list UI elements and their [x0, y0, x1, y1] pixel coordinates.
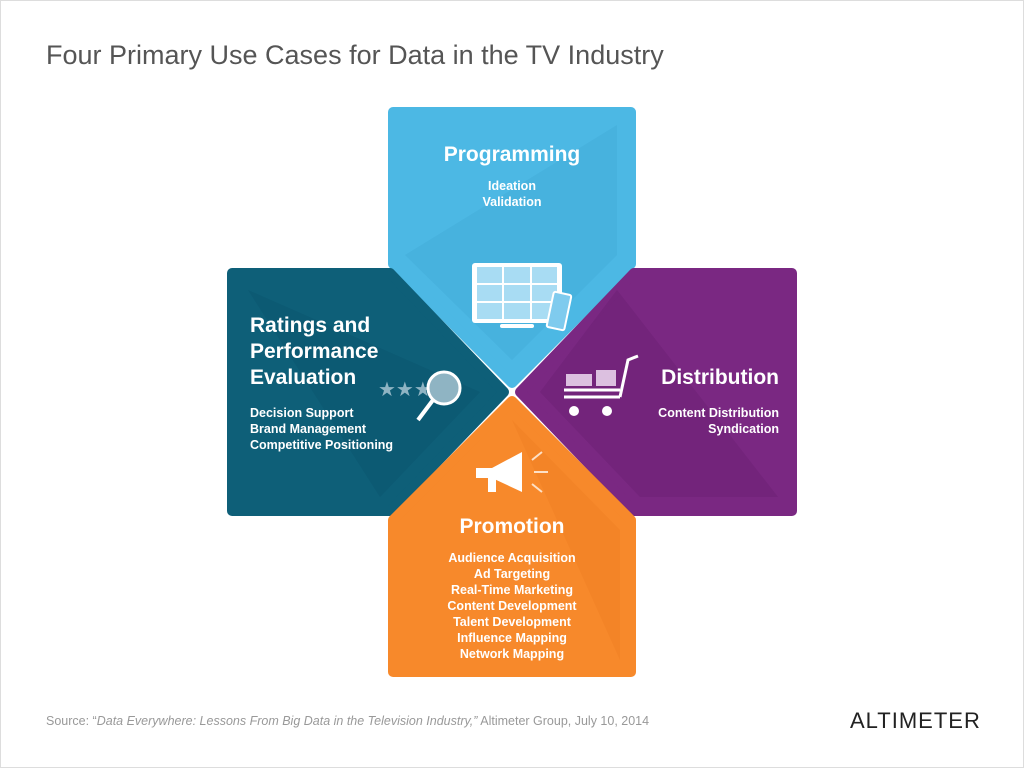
list-item: Ad Targeting — [473, 567, 551, 581]
promotion-section: Promotion Audience Acquisition Ad Target… — [388, 514, 636, 662]
source-title: Data Everywhere: Lessons From Big Data i… — [96, 714, 478, 728]
distribution-section: Distribution Content Distribution Syndic… — [658, 365, 779, 437]
megaphone-icon — [476, 451, 548, 493]
ratings-heading: Performance — [250, 340, 379, 363]
page-title: Four Primary Use Cases for Data in the T… — [46, 40, 664, 70]
source-suffix: Altimeter Group, July 10, 2014 — [477, 714, 650, 728]
list-item: Influence Mapping — [457, 631, 567, 645]
ratings-section: Ratings and Performance Evaluation Decis… — [250, 313, 393, 453]
list-item: Network Mapping — [459, 647, 565, 661]
list-item: Content Development — [447, 599, 577, 613]
ratings-heading: Ratings and — [250, 314, 371, 337]
distribution-heading: Distribution — [661, 366, 779, 389]
list-item: Validation — [482, 195, 542, 209]
list-item: Syndication — [708, 422, 779, 436]
programming-section: Programming Ideation Validation — [388, 142, 636, 210]
stars-magnifier-icon: ★★★ — [378, 370, 462, 422]
tv-remote-icon — [472, 263, 573, 332]
shopping-cart-icon — [564, 354, 639, 416]
list-item: Real-Time Marketing — [450, 583, 574, 597]
promotion-shape — [388, 396, 636, 677]
source-note: Source: “Data Everywhere: Lessons From B… — [46, 714, 649, 728]
list-item: Audience Acquisition — [448, 551, 576, 565]
list-item: Brand Management — [250, 422, 366, 436]
source-prefix: Source: “ — [46, 714, 97, 728]
promotion-heading: Promotion — [459, 515, 565, 538]
ratings-heading: Evaluation — [250, 366, 357, 389]
svg-text:★★★: ★★★ — [378, 379, 432, 401]
programming-heading: Programming — [443, 143, 581, 166]
list-item: Competitive Positioning — [250, 438, 394, 452]
list-item: Talent Development — [453, 615, 571, 629]
list-item: Content Distribution — [658, 406, 779, 420]
altimeter-logo: ALTIMETER — [850, 708, 981, 733]
list-item: Ideation — [488, 179, 536, 193]
list-item: Decision Support — [250, 406, 354, 420]
